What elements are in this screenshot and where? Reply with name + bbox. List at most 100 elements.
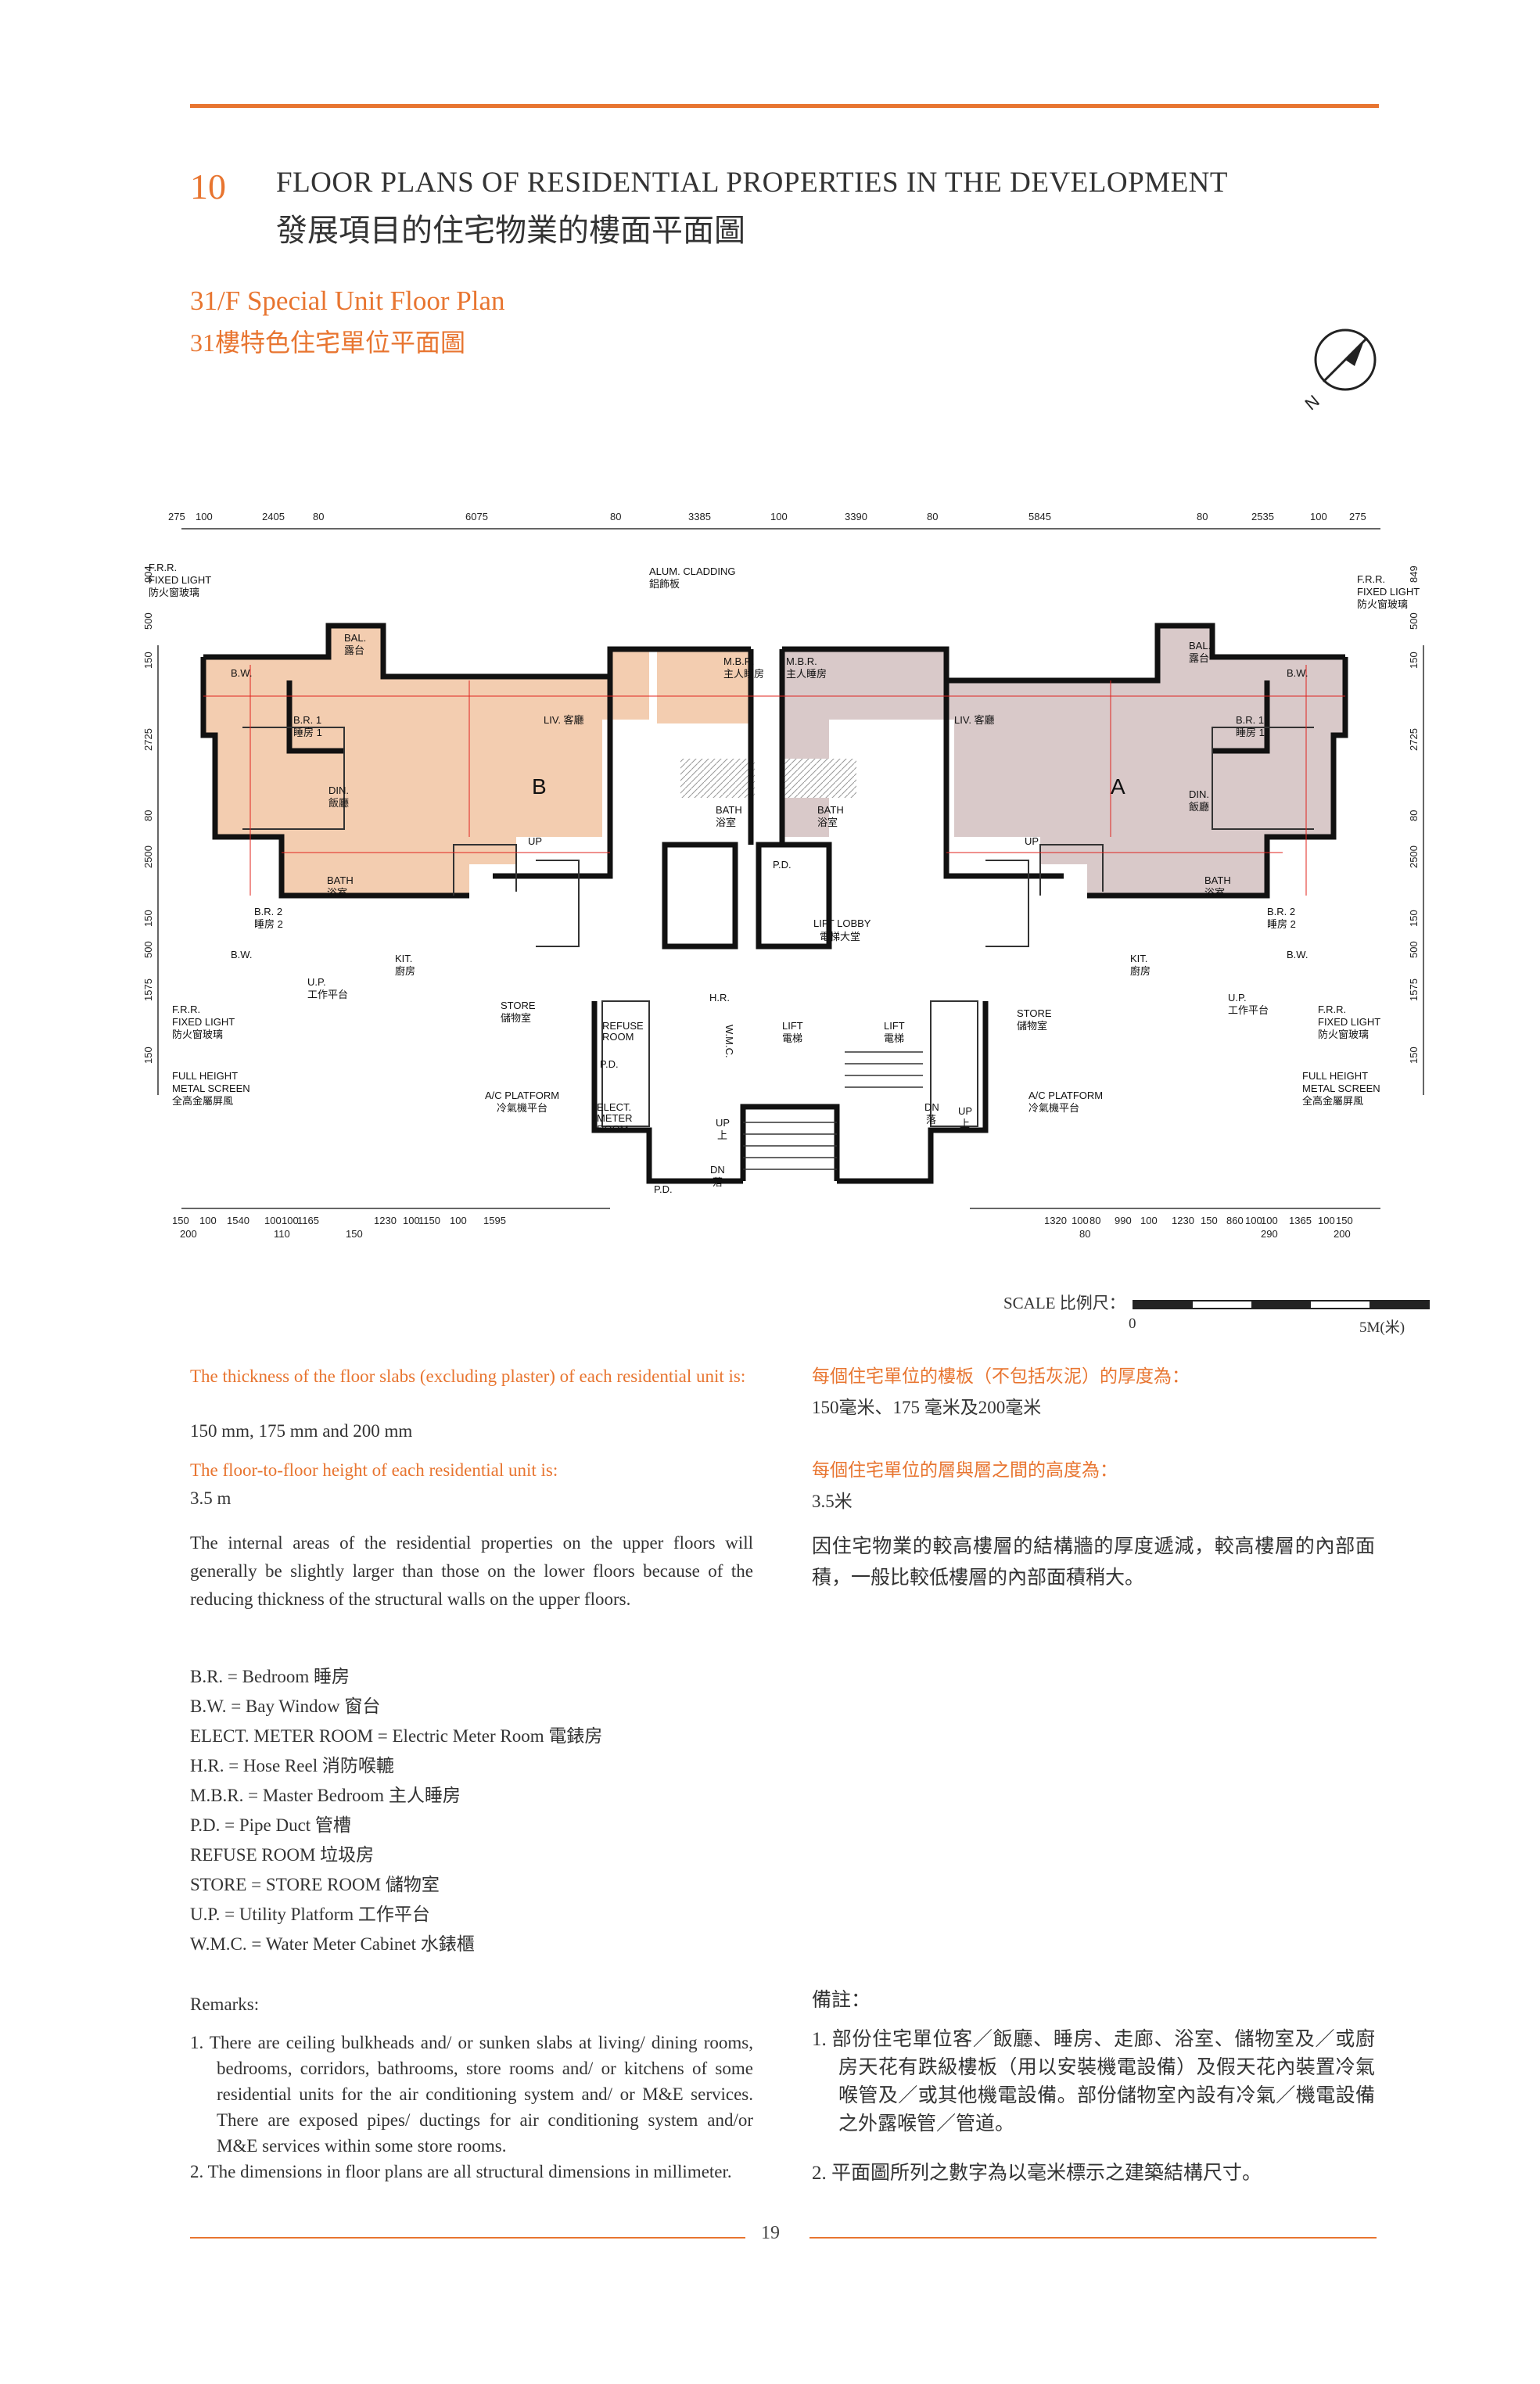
bottom-dimension: 990 bbox=[1115, 1215, 1132, 1226]
up-zh-a: 工作平台 bbox=[1228, 1004, 1269, 1016]
header-rule bbox=[190, 104, 1379, 108]
bottom-dimension: 1365 bbox=[1289, 1215, 1312, 1226]
left-dimension: 150 bbox=[142, 1047, 154, 1064]
lift-zh-2: 電梯 bbox=[884, 1032, 904, 1044]
elect-meter-label-3: ROOM bbox=[597, 1123, 628, 1135]
elect-meter-label-2: METER bbox=[597, 1112, 633, 1124]
left-dimension: 1575 bbox=[142, 978, 154, 1001]
bottom-dimension: 290 bbox=[1261, 1228, 1278, 1240]
bottom-dimension: 100 bbox=[282, 1215, 299, 1226]
remarks-heading-en: Remarks: bbox=[190, 1994, 260, 2014]
bath-label-b: BATH bbox=[327, 874, 354, 886]
right-dimension: 150 bbox=[1408, 1047, 1420, 1064]
top-dimension: 80 bbox=[927, 511, 938, 522]
legend-item: REFUSE ROOM 垃圾房 bbox=[190, 1845, 375, 1865]
lift-label-1: LIFT bbox=[782, 1020, 803, 1032]
wmc-label: W.M.C. bbox=[723, 1025, 735, 1058]
remark-1-zh: 1. 部份住宅單位客／飯廳、睡房、走廊、浴室、儲物室及／或廚房天花有跌級樓板（用… bbox=[812, 2029, 1375, 2134]
stair2-up-label: UP bbox=[958, 1105, 972, 1117]
bw-label-b2: B.W. bbox=[231, 949, 252, 960]
stair2-dn-label: DN bbox=[924, 1101, 939, 1113]
mbr-zh-b: 主人睡房 bbox=[723, 668, 764, 680]
br1-zh-a: 睡房 1 bbox=[1236, 727, 1265, 738]
bw-label-a1: B.W. bbox=[1287, 667, 1308, 679]
refuse-room-label-2: ROOM bbox=[602, 1031, 634, 1043]
br2-zh-b: 睡房 2 bbox=[254, 918, 283, 930]
br2-label-b: B.R. 2 bbox=[254, 906, 282, 917]
bottom-dimension: 150 bbox=[346, 1228, 363, 1240]
bottom-dimension: 200 bbox=[1334, 1228, 1351, 1240]
br1-label-a: B.R. 1 bbox=[1236, 714, 1264, 726]
legend-item: STORE = STORE ROOM 儲物室 bbox=[190, 1875, 440, 1894]
bottom-dimension: 110 bbox=[274, 1228, 290, 1240]
alum-cladding-label: ALUM. CLADDING bbox=[649, 565, 736, 577]
pd-label-refuse: P.D. bbox=[600, 1058, 619, 1070]
top-dimension: 275 bbox=[168, 511, 185, 522]
liv-label-b: LIV. 客廳 bbox=[544, 714, 584, 726]
unit-b-label: B bbox=[532, 774, 547, 799]
bottom-dimension: 1165 bbox=[297, 1215, 319, 1226]
height-heading-zh: 每個住宅單位的層與層之間的高度為： bbox=[812, 1460, 1118, 1480]
lift-lobby-label: LIFT LOBBY bbox=[813, 917, 871, 929]
left-dimension: 500 bbox=[142, 612, 154, 630]
br2-label-a: B.R. 2 bbox=[1267, 906, 1295, 917]
lift-label-2: LIFT bbox=[884, 1020, 905, 1032]
bath-label-a: BATH bbox=[1204, 874, 1231, 886]
top-dimension: 6075 bbox=[465, 511, 488, 522]
section-number: 10 bbox=[190, 167, 226, 206]
page-number: 19 bbox=[761, 2223, 780, 2243]
right-dimension: 849 bbox=[1408, 565, 1420, 583]
abbreviation-legend: B.R. = Bedroom 睡房 B.W. = Bay Window 窗台 E… bbox=[190, 1662, 753, 1959]
up-label-b: U.P. bbox=[307, 976, 326, 988]
footer-rule-left bbox=[190, 2237, 745, 2239]
stair-dn-label: DN bbox=[710, 1164, 725, 1176]
frs-left-1: FULL HEIGHT bbox=[172, 1070, 238, 1082]
unit-b-area bbox=[203, 626, 751, 896]
liv-label-a: LIV. 客廳 bbox=[954, 714, 995, 726]
left-dimension: 2500 bbox=[142, 846, 154, 868]
legend-item: P.D. = Pipe Duct 管槽 bbox=[190, 1815, 351, 1835]
up-label-a: U.P. bbox=[1228, 992, 1247, 1004]
internal-note-en: The internal areas of the residential pr… bbox=[190, 1533, 753, 1609]
bath-label-a-main: BATH bbox=[817, 804, 844, 816]
slab-value-en: 150 mm, 175 mm and 200 mm bbox=[190, 1421, 413, 1441]
plan-subtitle-en: 31/F Special Unit Floor Plan bbox=[190, 285, 505, 316]
bottom-dimension: 100 bbox=[1140, 1215, 1158, 1226]
bottom-dimension: 200 bbox=[180, 1228, 197, 1240]
kit-label-b: KIT. bbox=[395, 953, 412, 964]
legend-item: H.R. = Hose Reel 消防喉轆 bbox=[190, 1756, 394, 1775]
top-dimension: 100 bbox=[770, 511, 788, 522]
bottom-dimension: 100 bbox=[199, 1215, 217, 1226]
up-zh-b: 工作平台 bbox=[307, 989, 348, 1000]
bw-label-b1: B.W. bbox=[231, 667, 252, 679]
bottom-dimension: 100 bbox=[450, 1215, 467, 1226]
mbr-label-a: M.B.R. bbox=[786, 655, 817, 667]
din-label-b: DIN. bbox=[328, 784, 349, 796]
left-dimension: 500 bbox=[142, 941, 154, 958]
section-title-en: FLOOR PLANS OF RESIDENTIAL PROPERTIES IN… bbox=[276, 167, 1229, 199]
bottom-dimension: 100 bbox=[1318, 1215, 1335, 1226]
bottom-dimension: 1230 bbox=[1172, 1215, 1194, 1226]
scale-zero: 0 bbox=[1129, 1316, 1136, 1332]
stair2-dn-zh: 落 bbox=[926, 1114, 936, 1126]
up-stair-a: UP bbox=[1025, 835, 1039, 847]
elect-meter-label-1: ELECT. bbox=[597, 1101, 631, 1113]
fixed-light-right-lower-zh: 防火窗玻璃 bbox=[1318, 1029, 1369, 1040]
top-dimension: 275 bbox=[1349, 511, 1366, 522]
frs-right-2: METAL SCREEN bbox=[1302, 1082, 1380, 1094]
stair-dn-zh: 落 bbox=[713, 1176, 723, 1188]
fixed-light-right-label: FIXED LIGHT bbox=[1357, 586, 1420, 598]
ac-platform-label-b: A/C PLATFORM bbox=[485, 1090, 559, 1101]
left-dimension: 150 bbox=[142, 910, 154, 927]
height-value-zh: 3.5米 bbox=[812, 1492, 853, 1511]
remark-2-zh: 2. 平面圖所列之數字為以毫米標示之建築結構尺寸。 bbox=[812, 2163, 1262, 2184]
bath-zh-b: 浴室 bbox=[327, 887, 347, 899]
fixed-light-right-zh: 防火窗玻璃 bbox=[1357, 598, 1408, 610]
din-zh-a: 飯廳 bbox=[1189, 801, 1209, 813]
bottom-dimension: 100 bbox=[1072, 1215, 1089, 1226]
pd-label-center: P.D. bbox=[773, 859, 792, 871]
ac-platform-zh-a: 冷氣機平台 bbox=[1028, 1102, 1079, 1114]
unit-a-label: A bbox=[1111, 774, 1125, 799]
ac-platform-label-a: A/C PLATFORM bbox=[1028, 1090, 1103, 1101]
